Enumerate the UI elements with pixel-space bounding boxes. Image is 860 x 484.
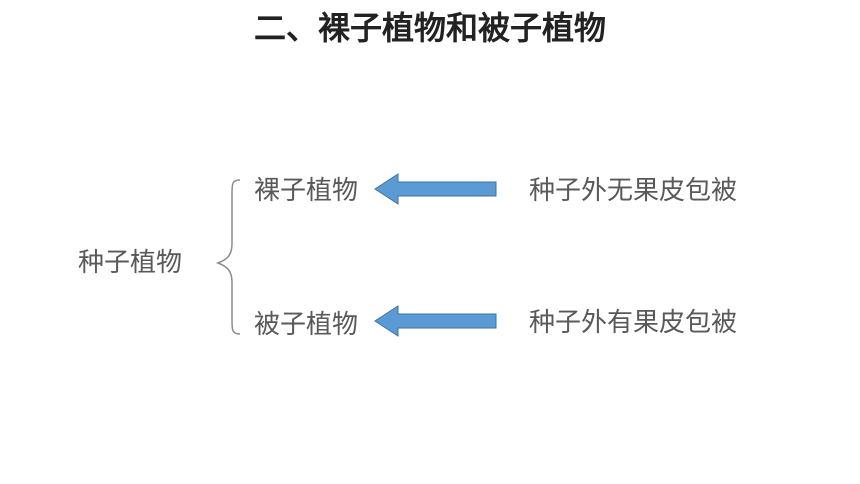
curly-brace bbox=[215, 179, 241, 335]
gymnosperm-description: 种子外无果皮包被 bbox=[529, 176, 738, 206]
root-node-label: 种子植物 bbox=[78, 248, 183, 278]
left-arrow-icon bbox=[374, 173, 497, 205]
left-arrow-icon bbox=[374, 305, 497, 337]
branch-label-gymnosperm: 裸子植物 bbox=[254, 176, 359, 206]
branch-label-angiosperm: 被子植物 bbox=[254, 310, 359, 340]
page-title: 二、裸子植物和被子植物 bbox=[253, 9, 606, 47]
angiosperm-description: 种子外有果皮包被 bbox=[529, 308, 738, 338]
